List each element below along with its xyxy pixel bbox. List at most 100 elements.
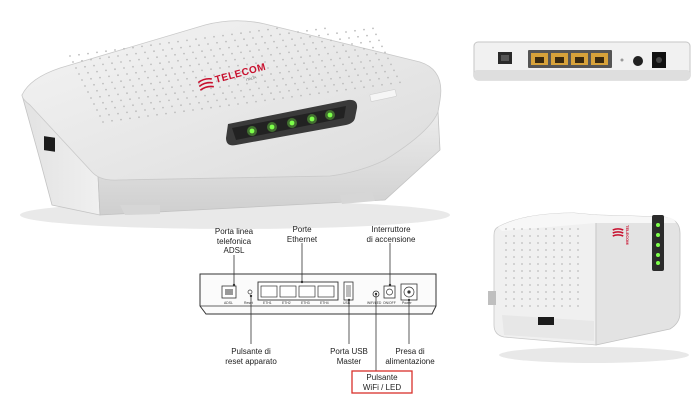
vent-dot <box>108 113 110 116</box>
vent-dot <box>192 70 194 73</box>
vent-dot <box>267 67 269 69</box>
side-vent-dot <box>545 249 547 251</box>
side-vent-dot <box>545 298 547 300</box>
vent-dot <box>243 57 245 60</box>
side-vent-dot <box>513 305 515 307</box>
vent-dot <box>336 70 338 73</box>
side-brand-name: TELECOM <box>625 225 630 245</box>
vent-dot <box>111 62 113 65</box>
side-vent-dot <box>537 242 539 244</box>
vent-dot <box>129 59 131 62</box>
side-vent-dot <box>577 235 579 237</box>
vent-dot <box>78 73 80 75</box>
side-vent-dot <box>529 228 531 230</box>
vent-dot <box>261 93 263 96</box>
side-vent-dot <box>545 270 547 272</box>
vent-dot <box>297 31 299 33</box>
side-vent-dot <box>513 284 515 286</box>
side-vent-dot <box>529 284 531 286</box>
side-vent-dot <box>561 263 563 265</box>
vent-dot <box>138 58 140 61</box>
vent-dot <box>294 63 296 66</box>
vent-dot <box>177 59 179 62</box>
vent-dot <box>330 77 332 80</box>
vent-dot <box>303 43 305 45</box>
side-vent-dot <box>577 291 579 293</box>
side-vent-dot <box>505 305 507 307</box>
side-vent-dot <box>521 228 523 230</box>
vent-dot <box>204 94 206 97</box>
vent-dot <box>369 40 371 43</box>
vent-dot <box>171 47 173 50</box>
vent-dot <box>240 51 242 54</box>
side-vent-dot <box>545 242 547 244</box>
vent-dot <box>336 32 338 35</box>
vent-dot <box>315 86 317 89</box>
side-vent-dot <box>505 228 507 230</box>
vent-dot <box>312 80 314 83</box>
vent-dot <box>117 55 119 57</box>
vent-dot <box>228 46 230 49</box>
vent-dot <box>279 52 281 55</box>
vent-dot <box>81 59 83 62</box>
vent-dot <box>342 44 344 47</box>
vent-dot <box>291 76 293 79</box>
vent-dot <box>261 74 263 77</box>
vent-dot <box>120 61 122 63</box>
vent-dot <box>144 70 146 73</box>
side-vent-dot <box>505 256 507 258</box>
vent-dot <box>300 94 302 97</box>
vent-dot <box>381 45 383 48</box>
vent-dot <box>231 91 233 93</box>
vent-dot <box>264 80 266 83</box>
vent-dot <box>123 86 125 89</box>
side-vent-dot <box>537 277 539 279</box>
vent-dot <box>192 109 194 111</box>
vent-dot <box>159 100 161 103</box>
telecom-logo-mark-icon <box>197 77 214 91</box>
vent-dot <box>99 115 101 117</box>
vent-dot <box>228 85 230 87</box>
side-vent-dot <box>569 249 571 251</box>
side-vent-dot <box>529 263 531 265</box>
side-vent-dot <box>529 242 531 244</box>
vent-dot <box>120 80 122 83</box>
vent-dot <box>210 106 212 109</box>
vent-dot <box>378 77 380 80</box>
side-vent-dot <box>569 242 571 244</box>
vent-dot <box>276 27 278 30</box>
vent-dot <box>204 37 206 39</box>
vent-dot <box>327 33 329 36</box>
vent-dot <box>102 121 104 123</box>
vent-dot <box>390 82 392 85</box>
vent-dot <box>288 70 290 73</box>
side-vent-dot <box>505 270 507 272</box>
vent-dot <box>198 82 200 85</box>
vent-dot <box>357 55 359 57</box>
vent-dot <box>132 104 134 107</box>
vent-dot <box>360 80 362 83</box>
side-vent-dot <box>521 291 523 293</box>
vent-dot <box>114 68 116 71</box>
vent-dot <box>363 47 365 50</box>
vent-dot <box>195 57 197 60</box>
vent-dot <box>210 68 212 71</box>
vent-dot <box>249 50 251 53</box>
vent-dot <box>324 27 326 30</box>
vent-dot <box>255 100 257 103</box>
vent-dot <box>177 79 179 81</box>
vent-dot <box>285 45 287 48</box>
vent-dot <box>150 101 152 104</box>
vent-dot <box>183 91 185 93</box>
vent-dot <box>141 64 143 67</box>
vent-dot <box>348 56 350 59</box>
vent-dot <box>75 67 77 69</box>
vent-dot <box>309 93 311 96</box>
label-usb-port: Porta USB Master <box>330 347 368 366</box>
vent-dot <box>96 70 98 73</box>
side-vent-dot <box>521 235 523 237</box>
vent-dot <box>120 118 122 121</box>
vent-dot <box>135 71 137 74</box>
vent-dot <box>387 57 389 60</box>
